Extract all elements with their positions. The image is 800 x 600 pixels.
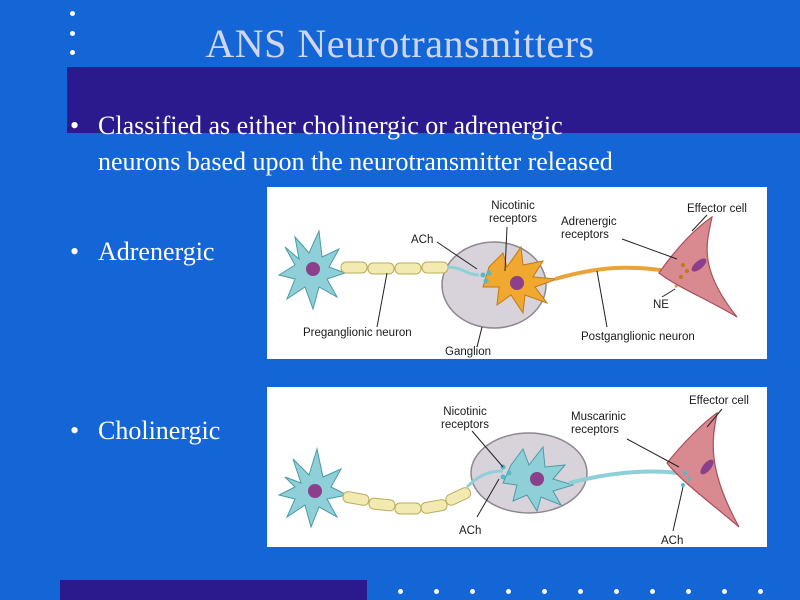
ach-vesicles xyxy=(681,471,691,487)
bullet-mark: • xyxy=(70,111,80,140)
label-ach-right: ACh xyxy=(661,535,683,547)
effector-cell xyxy=(658,215,738,318)
label-nicotinic-2: receptors xyxy=(441,419,489,431)
label-adrenergic-2: receptors xyxy=(561,229,609,241)
slide-title: ANS Neurotransmitters xyxy=(205,21,595,66)
bottom-band xyxy=(60,580,367,600)
label-ach-left: ACh xyxy=(459,525,481,537)
postganglionic-cell-body xyxy=(480,245,558,315)
label-ganglion: Ganglion xyxy=(445,346,491,358)
preganglionic-cell-body xyxy=(277,229,347,311)
label-ach: ACh xyxy=(411,234,433,246)
cholinergic-neuron-diagram: Nicotinic receptors Muscarinic receptors… xyxy=(267,387,767,547)
label-effector: Effector cell xyxy=(687,203,747,215)
bullet-mark: • xyxy=(70,237,80,266)
label-postganglionic: Postganglionic neuron xyxy=(581,331,695,343)
bullet-mark: • xyxy=(70,416,80,445)
label-ne: NE xyxy=(653,299,669,311)
postganglionic-cell-body xyxy=(500,445,575,513)
label-preganglionic: Preganglionic neuron xyxy=(303,327,412,339)
leader-lines xyxy=(471,408,723,532)
effector-cell xyxy=(666,411,740,528)
preganglionic-axon xyxy=(340,261,449,275)
leader-lines xyxy=(376,214,708,348)
label-adrenergic-1: Adrenergic xyxy=(561,216,617,228)
preganglionic-axon xyxy=(342,487,472,515)
bullet-line-2: neurons based upon the neurotransmitter … xyxy=(98,147,613,176)
label-muscarinic-1: Muscarinic xyxy=(571,411,626,423)
bullet-text: Adrenergic xyxy=(98,237,215,266)
label-muscarinic-2: receptors xyxy=(571,424,619,436)
label-nicotinic-1: Nicotinic xyxy=(443,406,487,418)
top-band xyxy=(67,67,800,133)
preganglionic-cell-body xyxy=(277,447,349,529)
adrenergic-neuron-diagram: Nicotinic receptors ACh Adrenergic recep… xyxy=(267,187,767,359)
bullet-text: Cholinergic xyxy=(98,416,221,445)
label-nicotinic-1: Nicotinic xyxy=(491,200,535,212)
label-nicotinic-2: receptors xyxy=(489,213,537,225)
bullet-line-1: Classified as either cholinergic or adre… xyxy=(98,111,563,140)
ne-vesicles xyxy=(679,263,689,279)
label-effector: Effector cell xyxy=(689,395,749,407)
